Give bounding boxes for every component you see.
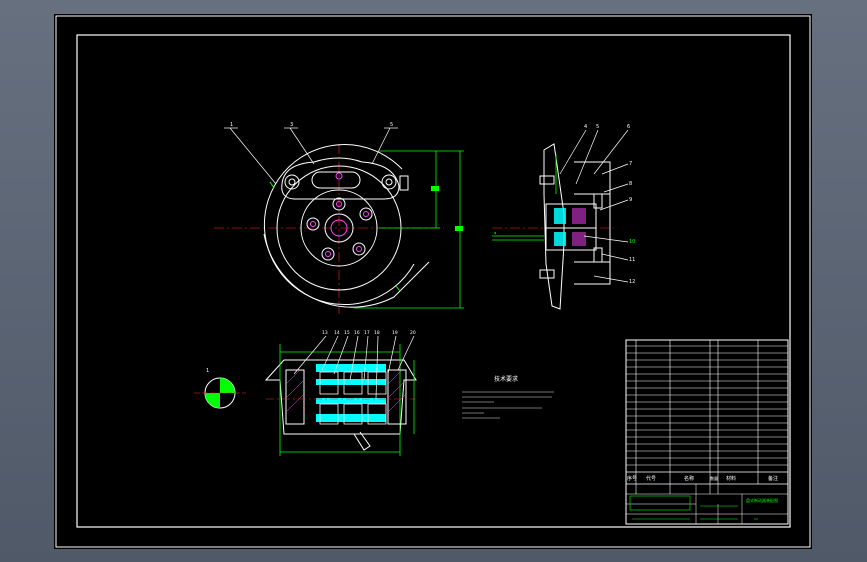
- title-block-frame: [625, 339, 789, 525]
- header-name: 名称: [684, 475, 694, 482]
- header-seq: 序号: [627, 475, 637, 482]
- callout-bottom-20: 20: [410, 330, 416, 336]
- caliper-housing: [264, 359, 417, 435]
- side-dimensions: [492, 154, 557, 241]
- pad-lower: [316, 414, 386, 422]
- callout-bottom-14: 14: [334, 330, 340, 336]
- side-bearing-4: [572, 232, 586, 246]
- side-bolt-bottom: [539, 269, 555, 279]
- title-block-columns: [635, 340, 759, 494]
- inlet-fitting: [353, 431, 371, 451]
- hub-bore: [324, 213, 354, 243]
- side-nut-bottom: [593, 247, 603, 263]
- callout-front-5: 5: [390, 122, 393, 128]
- rotor-marks: [269, 181, 401, 292]
- bottom-section-view[interactable]: 13 14 15 16 17 18 19 20: [264, 330, 417, 456]
- side-bearing-1: [554, 208, 566, 224]
- callout-side-7: 7: [629, 161, 632, 167]
- callout-bottom-13: 13: [322, 330, 328, 336]
- end-plate-right: [387, 369, 407, 425]
- front-view[interactable]: 1 3 5: [214, 122, 464, 314]
- side-fit-note: φ: [494, 231, 497, 235]
- side-section-view[interactable]: φ 4 5 6 7 8 9 10 11 12: [492, 124, 635, 310]
- title-block[interactable]: 序号 代号 名称 数量 材料 备注 盘式制动器装配图: [625, 339, 789, 525]
- title-block-marks: [632, 505, 758, 520]
- side-bolt-top: [539, 175, 555, 185]
- side-disc: [543, 143, 565, 310]
- callout-side-6: 6: [627, 124, 630, 130]
- notes-title: 技术要求: [494, 375, 518, 383]
- technical-notes[interactable]: 技术要求: [462, 375, 554, 419]
- side-bearing-3: [554, 232, 566, 246]
- bottom-leaders: [293, 335, 415, 399]
- hub-center: [330, 219, 348, 237]
- callout-side-12: 12: [629, 279, 635, 285]
- bleed-nipple: [399, 175, 409, 191]
- disc-section: [316, 398, 386, 404]
- hub-flange: [300, 189, 378, 267]
- caliper-body: [281, 157, 400, 200]
- caliper-pin-left: [284, 174, 300, 190]
- section-detail[interactable]: 1: [194, 368, 246, 409]
- drawing-sheet[interactable]: 1 3 5: [54, 14, 812, 549]
- detail-hatch-2: [205, 393, 220, 408]
- caliper-pin-right: [381, 174, 397, 190]
- rotor-cut-edge: [263, 233, 430, 308]
- callout-side-4: 4: [584, 124, 587, 130]
- front-leaders: [224, 127, 398, 185]
- side-caliper: [574, 161, 611, 285]
- callout-bottom-17: 17: [364, 330, 370, 336]
- caliper-slot: [311, 171, 361, 189]
- header-code: 代号: [646, 475, 656, 482]
- side-bearing-2: [572, 208, 586, 224]
- side-leaders: [559, 129, 629, 283]
- rotor-outer: [263, 144, 415, 305]
- callout-front-1: 1: [230, 122, 233, 128]
- callout-side-11: 11: [629, 257, 635, 263]
- callout-bottom-19: 19: [392, 330, 398, 336]
- title-block-lower: [626, 484, 788, 524]
- header-material: 材料: [726, 475, 736, 482]
- callout-side-8: 8: [629, 181, 632, 187]
- callout-bottom-15: 15: [344, 330, 350, 336]
- bottom-dimensions: [279, 344, 415, 456]
- piston-upper: [316, 379, 386, 385]
- detail-hatch-1: [220, 378, 235, 393]
- inner-border: [76, 34, 791, 528]
- wheel-bolts: [306, 197, 373, 261]
- pad-upper: [316, 364, 386, 372]
- callout-side-10: 10: [629, 239, 635, 245]
- section-label: 1: [206, 368, 209, 374]
- drawing-title: 盘式制动器装配图: [746, 497, 778, 503]
- parts-list-grid: [626, 345, 788, 466]
- callout-bottom-16: 16: [354, 330, 360, 336]
- callout-bottom-18: 18: [374, 330, 380, 336]
- end-plate-left: [285, 369, 305, 425]
- front-dimensions: [354, 150, 464, 309]
- header-remark: 备注: [768, 475, 778, 482]
- callout-side-9: 9: [629, 197, 632, 203]
- outer-border: [55, 15, 811, 548]
- header-qty: 数量: [710, 475, 718, 481]
- sheet-background: [54, 14, 812, 549]
- callout-side-5: 5: [596, 124, 599, 130]
- section-hatch: [285, 369, 407, 413]
- side-nut-top: [593, 193, 603, 209]
- side-hub-lower: [545, 227, 597, 251]
- callout-front-3: 3: [290, 122, 293, 128]
- notes-lines: [462, 391, 554, 419]
- sign-area: [629, 495, 691, 511]
